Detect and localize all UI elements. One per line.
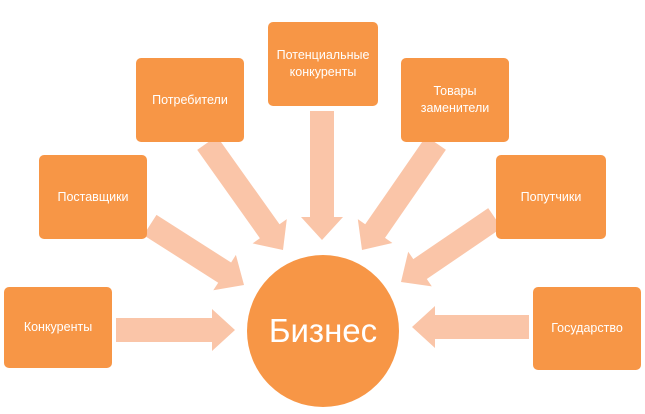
arrow-potential-competitors (301, 111, 343, 240)
arrow-state (412, 306, 529, 348)
node-competitors: Конкуренты (4, 287, 112, 368)
arrow-fellow-travelers (401, 208, 502, 287)
arrow-consumers (197, 136, 287, 250)
node-substitutes: Товары заменители (401, 58, 509, 142)
arrow-suppliers (143, 214, 244, 291)
node-suppliers: Поставщики (39, 155, 147, 239)
arrow-competitors (116, 309, 235, 351)
node-potential-competitors: Потенциальные конкуренты (268, 22, 378, 106)
node-state: Государство (533, 287, 641, 370)
node-consumers: Потребители (136, 58, 244, 142)
arrow-substitutes (357, 136, 446, 250)
hub-business: Бизнес (247, 255, 399, 407)
node-fellow-travelers: Попутчики (496, 155, 606, 239)
